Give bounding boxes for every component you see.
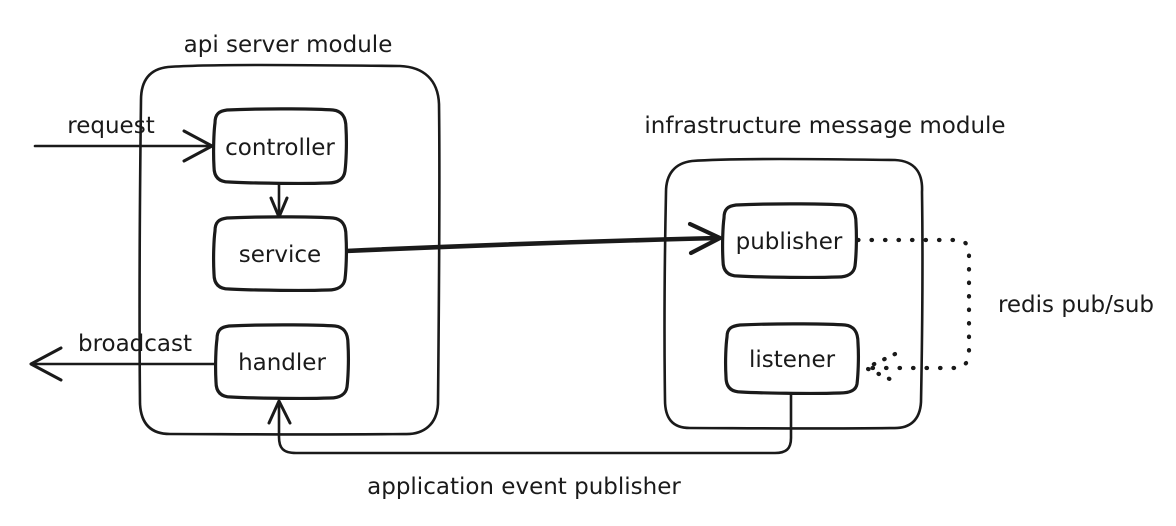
edge-application-event-publisher — [267, 391, 793, 455]
node-service[interactable]: service — [211, 215, 349, 293]
publisher-box[interactable] — [720, 202, 859, 280]
application-event-publisher-arrowhead-icon — [267, 399, 292, 425]
infrastructure-message-module-label: infrastructure message module — [644, 113, 1005, 139]
edge-redis-pub-sub — [855, 237, 972, 385]
api-server-module-label: api server module — [184, 32, 393, 58]
application-event-publisher-line — [277, 391, 793, 455]
node-controller[interactable]: controller — [211, 107, 349, 186]
edge-service-to-publisher — [343, 221, 723, 256]
node-publisher[interactable]: publisher — [720, 202, 859, 280]
edge-broadcast — [29, 346, 216, 382]
handler-box[interactable] — [213, 323, 351, 401]
group-api-server-module — [138, 63, 441, 436]
node-handler[interactable]: handler — [213, 323, 351, 401]
request-label: request — [67, 113, 154, 139]
broadcast-arrowhead-icon — [29, 346, 63, 382]
broadcast-label: broadcast — [78, 331, 192, 357]
redis-pub-sub-arrowhead-icon — [863, 351, 899, 385]
node-listener[interactable]: listener — [723, 322, 861, 396]
redis-pub-sub-line — [855, 237, 972, 371]
api-server-module-border — [138, 63, 441, 436]
group-infrastructure-message-module — [663, 157, 924, 430]
service-publisher-arrowhead-icon — [687, 221, 723, 256]
controller-label: controller — [225, 135, 335, 161]
application-event-publisher-label: application event publisher — [367, 474, 681, 500]
handler-label: handler — [238, 350, 326, 376]
listener-label: listener — [749, 347, 836, 373]
service-box[interactable] — [211, 215, 349, 293]
controller-box[interactable] — [211, 107, 349, 186]
listener-box[interactable] — [723, 322, 861, 396]
service-publisher-line — [343, 235, 721, 254]
service-label: service — [239, 242, 321, 268]
infrastructure-message-module-border — [663, 157, 924, 430]
publisher-label: publisher — [736, 229, 843, 255]
edge-controller-to-service — [269, 181, 289, 219]
redis-pub-sub-label: redis pub/sub — [998, 292, 1154, 318]
